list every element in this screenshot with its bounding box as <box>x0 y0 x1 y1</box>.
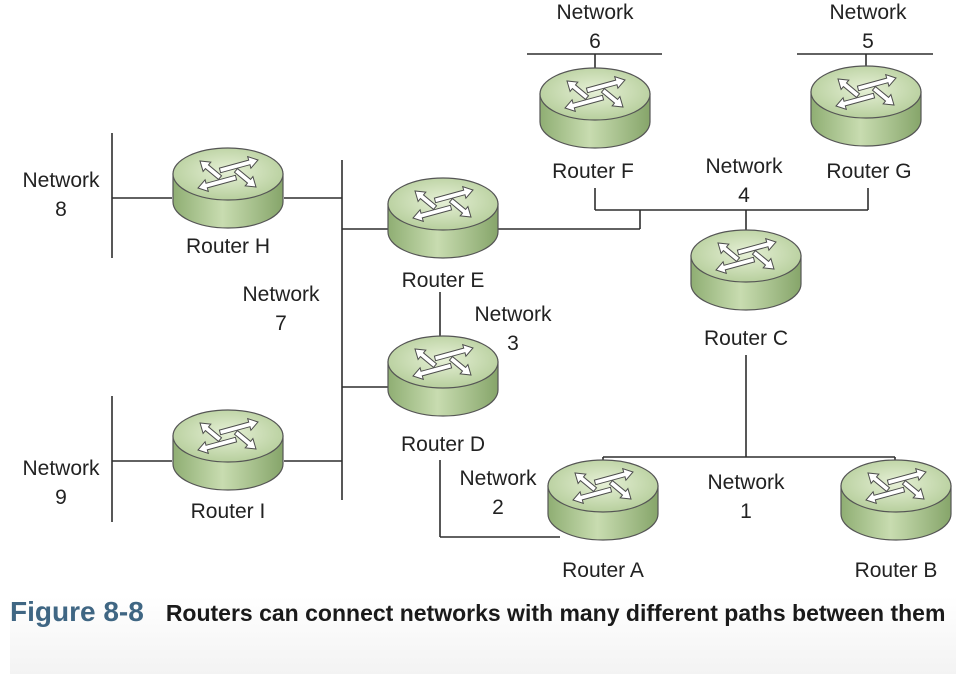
router-label: Router D <box>401 433 485 456</box>
router-a: Router A <box>547 459 659 582</box>
network-word: Network <box>242 283 320 306</box>
network-4-label: Network 4 <box>705 155 783 207</box>
network-5-label: Network 5 <box>829 1 907 53</box>
figure-number: Figure 8-8 <box>10 596 144 627</box>
router-icon <box>539 67 651 149</box>
network-2-label: Network 2 <box>459 467 537 519</box>
network-3-label: Network 3 <box>474 303 552 355</box>
network-word: Network <box>22 169 100 192</box>
network-word: Network <box>22 457 100 480</box>
figure-caption: Figure 8-8 Routers can connect networks w… <box>10 596 956 674</box>
router-label: Router I <box>191 500 266 523</box>
network-number: 7 <box>275 312 287 335</box>
network-number: 8 <box>55 198 67 221</box>
router-label: Router B <box>855 559 938 582</box>
router-icon <box>172 147 284 229</box>
caption-text: Routers can connect networks with many d… <box>165 600 946 626</box>
network-word: Network <box>474 303 552 326</box>
router-label: Router E <box>402 269 485 292</box>
router-label: Router C <box>704 327 788 350</box>
network-1-label: Network 1 <box>707 471 785 523</box>
connection-lines <box>111 53 933 538</box>
network-diagram: Router F Router G Router H Router E Rout… <box>22 1 952 582</box>
network-number: 9 <box>55 486 67 509</box>
network-number: 5 <box>862 30 874 53</box>
network-number: 1 <box>740 500 752 523</box>
network-word: Network <box>829 1 907 24</box>
router-icon <box>840 459 952 541</box>
router-icon <box>172 409 284 491</box>
network-word: Network <box>459 467 537 490</box>
router-b: Router B <box>840 459 952 582</box>
network-word: Network <box>705 155 783 178</box>
network-word: Network <box>556 1 634 24</box>
network-number: 2 <box>492 496 504 519</box>
network-number: 4 <box>738 184 750 207</box>
router-label: Router F <box>552 160 634 183</box>
network-number: 6 <box>589 30 601 53</box>
network-word: Network <box>707 471 785 494</box>
router-label: Router A <box>562 559 644 582</box>
router-c: Router C <box>690 229 802 350</box>
router-h: Router H <box>172 147 284 258</box>
router-icon <box>387 335 499 417</box>
router-label: Router H <box>186 235 270 258</box>
router-icon <box>387 177 499 259</box>
network-6-label: Network 6 <box>556 1 634 53</box>
network-9-label: Network 9 <box>22 457 100 509</box>
router-i: Router I <box>172 409 284 523</box>
router-icon <box>690 229 802 311</box>
network-number: 3 <box>507 332 519 355</box>
router-icon <box>810 65 922 147</box>
router-g: Router G <box>810 65 922 183</box>
router-f: Router F <box>539 67 651 183</box>
network-8-label: Network 8 <box>22 169 100 221</box>
network-7-label: Network 7 <box>242 283 320 335</box>
router-icon <box>547 459 659 541</box>
router-label: Router G <box>826 160 911 183</box>
router-d: Router D <box>387 335 499 456</box>
router-e: Router E <box>387 177 499 292</box>
